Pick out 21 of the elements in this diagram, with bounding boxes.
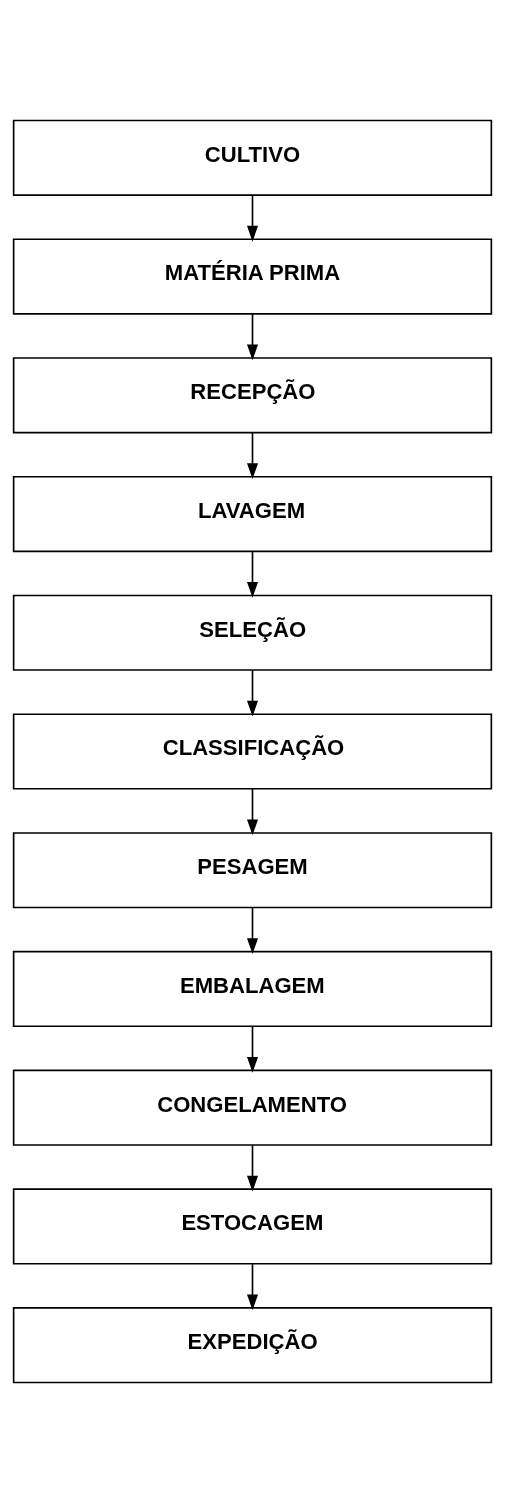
node-box: LAVAGEM: [12, 475, 493, 552]
arrow: [246, 1025, 259, 1073]
arrow: [246, 550, 259, 598]
arrow: [246, 668, 259, 717]
arrow: [246, 312, 259, 360]
node-box: RECEPÇÃO: [12, 356, 493, 433]
arrow: [246, 193, 259, 242]
node-box: PESAGEM: [12, 831, 493, 908]
arrow: [246, 1143, 259, 1192]
arrow: [246, 1262, 259, 1310]
arrow: [246, 906, 259, 954]
node-box: CLASSIFICAÇÃO: [12, 712, 493, 790]
node-box: EMBALAGEM: [12, 950, 493, 1027]
node-box: EXPEDIÇÃO: [12, 1306, 493, 1383]
node-box: ESTOCAGEM: [12, 1187, 493, 1265]
node-box: MATÉRIA PRIMA: [12, 237, 493, 315]
arrow: [246, 787, 259, 835]
node-box: SELEÇÃO: [12, 594, 493, 671]
node-box: CONGELAMENTO: [12, 1069, 493, 1146]
arrow: [246, 431, 259, 479]
node-box: CULTIVO: [12, 119, 493, 196]
